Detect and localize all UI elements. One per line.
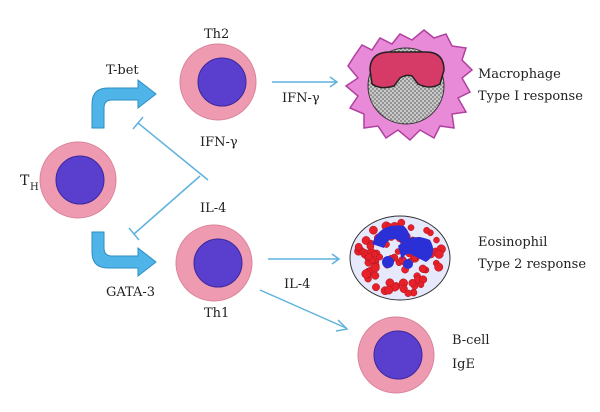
- eosinophil-nucleus-lobe: [372, 225, 410, 248]
- eosinophil-label: Eosinophil: [478, 235, 547, 250]
- b-cell: [357, 316, 435, 394]
- th2-cell: [179, 43, 257, 121]
- eosinophil-granule: [370, 263, 380, 273]
- eosinophil-granule: [369, 225, 378, 235]
- eosinophil-granule: [365, 253, 373, 261]
- macrophage-cell: [344, 29, 474, 142]
- tbet-arrow: [91, 78, 157, 129]
- eosinophil-granule: [385, 278, 395, 288]
- gata3-label: GATA-3: [106, 285, 155, 300]
- eosinophil-granule: [371, 271, 380, 280]
- eosinophil-granule: [423, 226, 431, 234]
- gata3-arrow: [91, 231, 157, 278]
- eosinophil-granule: [407, 224, 415, 231]
- eosinophil-granule: [376, 253, 384, 261]
- eosinophil-granule: [433, 236, 440, 244]
- eosinophil-granule: [354, 242, 363, 251]
- type2-response-label: Type 2 response: [478, 257, 586, 272]
- ifn-gamma-right-label: IFN-γ: [282, 91, 320, 106]
- bcell-label: B-cell: [452, 333, 489, 348]
- th2-label: Th2: [204, 27, 229, 42]
- eosinophil-granule: [417, 281, 425, 288]
- il4-center-label: IL-4: [200, 201, 226, 216]
- eosinophil-granule: [361, 269, 371, 279]
- th1-label: Th1: [204, 306, 229, 321]
- eosinophil-granule: [404, 289, 412, 297]
- ifn-gamma-inhibition: [132, 116, 209, 181]
- eosinophil-nucleus-lobe: [398, 237, 434, 262]
- th-naive-cell: [39, 141, 117, 219]
- type1-response-label: Type I response: [478, 89, 583, 104]
- ige-label: IgE: [452, 357, 475, 372]
- eosinophil-granule: [384, 285, 394, 295]
- th1-to-bcell-arrow: [259, 289, 349, 332]
- th1-cell: [175, 224, 253, 302]
- il4-right-label: IL-4: [284, 277, 310, 292]
- eosinophil-granule: [408, 279, 417, 287]
- eosinophil-granule: [434, 262, 444, 272]
- eosinophil-granule: [434, 249, 444, 259]
- eosinophil-cell: [349, 215, 451, 301]
- il4-inhibition: [128, 175, 201, 241]
- th-label-subscript: H: [30, 182, 39, 193]
- eosinophil-granule: [366, 242, 375, 251]
- tbet-label: T-bet: [106, 63, 139, 78]
- eosinophil-granule: [372, 283, 380, 292]
- eosinophil-granule: [418, 264, 427, 273]
- th-label: T: [20, 173, 30, 189]
- th1-to-eosinophil-arrow: [268, 253, 341, 265]
- th2-to-macrophage-arrow: [272, 76, 339, 88]
- ifn-gamma-center-label: IFN-γ: [200, 135, 238, 150]
- macrophage-label: Macrophage: [478, 67, 561, 82]
